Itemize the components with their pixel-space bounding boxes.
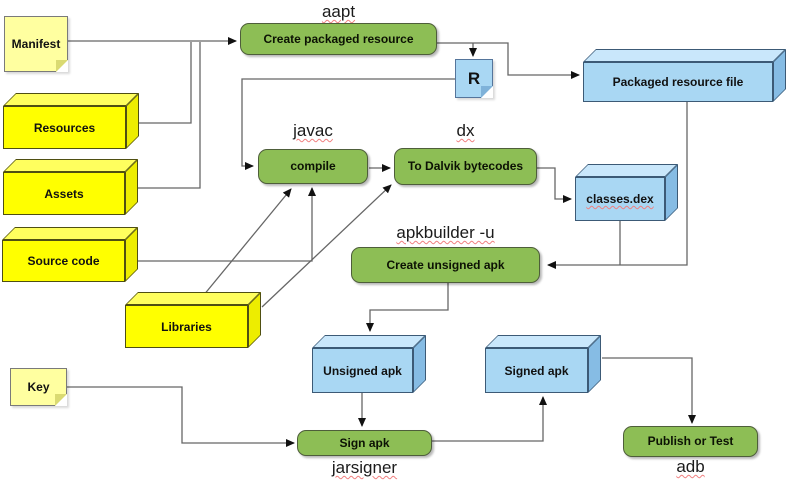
edge-packaged-resource-file-create-unsigned-apk <box>547 102 688 269</box>
artifact-r: R <box>455 59 493 98</box>
process-aapt: Create packaged resource <box>240 23 437 55</box>
artifact-r-label: R <box>467 68 481 88</box>
box-front-face: Packaged resource file <box>583 62 773 102</box>
tool-label-jarsigner: jarsigner <box>331 458 398 477</box>
edge-key-sign-apk <box>67 386 295 447</box>
box-top-face <box>3 93 139 106</box>
artifact-classes-dex: classes.dex <box>575 164 678 221</box>
artifact-unsigned-apk: Unsigned apk <box>312 335 426 393</box>
process-dx: To Dalvik bytecodes <box>394 148 537 185</box>
artifact-packaged-resource-file-label: Packaged resource file <box>612 75 744 89</box>
box-front-face: Resources <box>3 106 126 149</box>
tool-label-adb: adb <box>676 457 705 476</box>
box-top-face <box>125 292 261 305</box>
process-jarsigner-label: Sign apk <box>339 435 390 450</box>
tool-label-apkbuilder: apkbuilder -u <box>396 223 495 242</box>
input-key-label: Key <box>27 380 50 394</box>
process-adb: Publish or Test <box>623 426 758 457</box>
box-front-face: Source code <box>2 240 125 282</box>
input-manifest-label: Manifest <box>11 37 61 51</box>
tool-label-dx: dx <box>456 121 475 140</box>
edge-dx-classes-dex <box>537 167 572 203</box>
box-front-face: Libraries <box>125 305 248 348</box>
process-dx-label: To Dalvik bytecodes <box>407 159 524 174</box>
folded-corner-icon <box>481 86 493 98</box>
artifact-signed-apk-label: Signed apk <box>504 363 569 378</box>
box-top-face <box>2 227 138 240</box>
box-top-face <box>312 335 426 348</box>
process-javac: compile <box>258 149 368 184</box>
edge-libraries-dx <box>261 184 392 308</box>
tool-label-javac: javac <box>293 121 333 140</box>
box-top-face <box>485 335 601 348</box>
edge-r-compile <box>241 78 455 170</box>
artifact-packaged-resource-file: Packaged resource file <box>583 49 786 102</box>
edge-create-unsigned-apk-unsigned-apk <box>366 283 449 332</box>
input-manifest: Manifest <box>4 16 68 72</box>
process-jarsigner: Sign apk <box>297 430 432 456</box>
process-javac-label: compile <box>290 159 336 174</box>
folded-corner-icon <box>55 394 67 406</box>
input-key: Key <box>10 368 67 406</box>
process-adb-label: Publish or Test <box>647 434 734 449</box>
edge-sign-apk-signed-apk <box>432 396 547 442</box>
input-libraries-label: Libraries <box>161 319 212 334</box>
artifact-signed-apk: Signed apk <box>485 335 601 393</box>
edge-signed-apk-publish <box>602 357 696 424</box>
edge-source-code-compile <box>137 187 316 262</box>
input-resources: Resources <box>3 93 139 149</box>
box-top-face <box>575 164 678 177</box>
artifact-classes-dex-label: classes.dex <box>586 192 654 206</box>
input-assets: Assets <box>3 159 138 215</box>
box-front-face: Assets <box>3 172 125 215</box>
edge-aapt-packaged-resource-file <box>437 42 580 79</box>
box-top-face <box>3 159 138 172</box>
folded-corner-icon <box>56 60 68 72</box>
process-aapt-label: Create packaged resource <box>263 31 414 46</box>
edge-resources-junction <box>138 42 192 124</box>
input-libraries: Libraries <box>125 292 261 348</box>
input-assets-label: Assets <box>44 186 84 201</box>
input-source-code: Source code <box>2 227 138 282</box>
artifact-unsigned-apk-label: Unsigned apk <box>323 363 402 378</box>
tool-label-aapt: aapt <box>321 2 356 21</box>
edge-assets-junction <box>137 42 201 189</box>
box-front-face: Unsigned apk <box>312 348 413 393</box>
box-top-face <box>583 49 786 62</box>
input-source-code-label: Source code <box>27 254 100 268</box>
process-apkbuilder-label: Create unsigned apk <box>386 257 505 272</box>
edge-libraries-compile <box>202 188 292 297</box>
input-resources-label: Resources <box>33 120 96 135</box>
process-apkbuilder: Create unsigned apk <box>351 247 540 283</box>
box-front-face: classes.dex <box>575 177 665 221</box>
box-front-face: Signed apk <box>485 348 588 393</box>
